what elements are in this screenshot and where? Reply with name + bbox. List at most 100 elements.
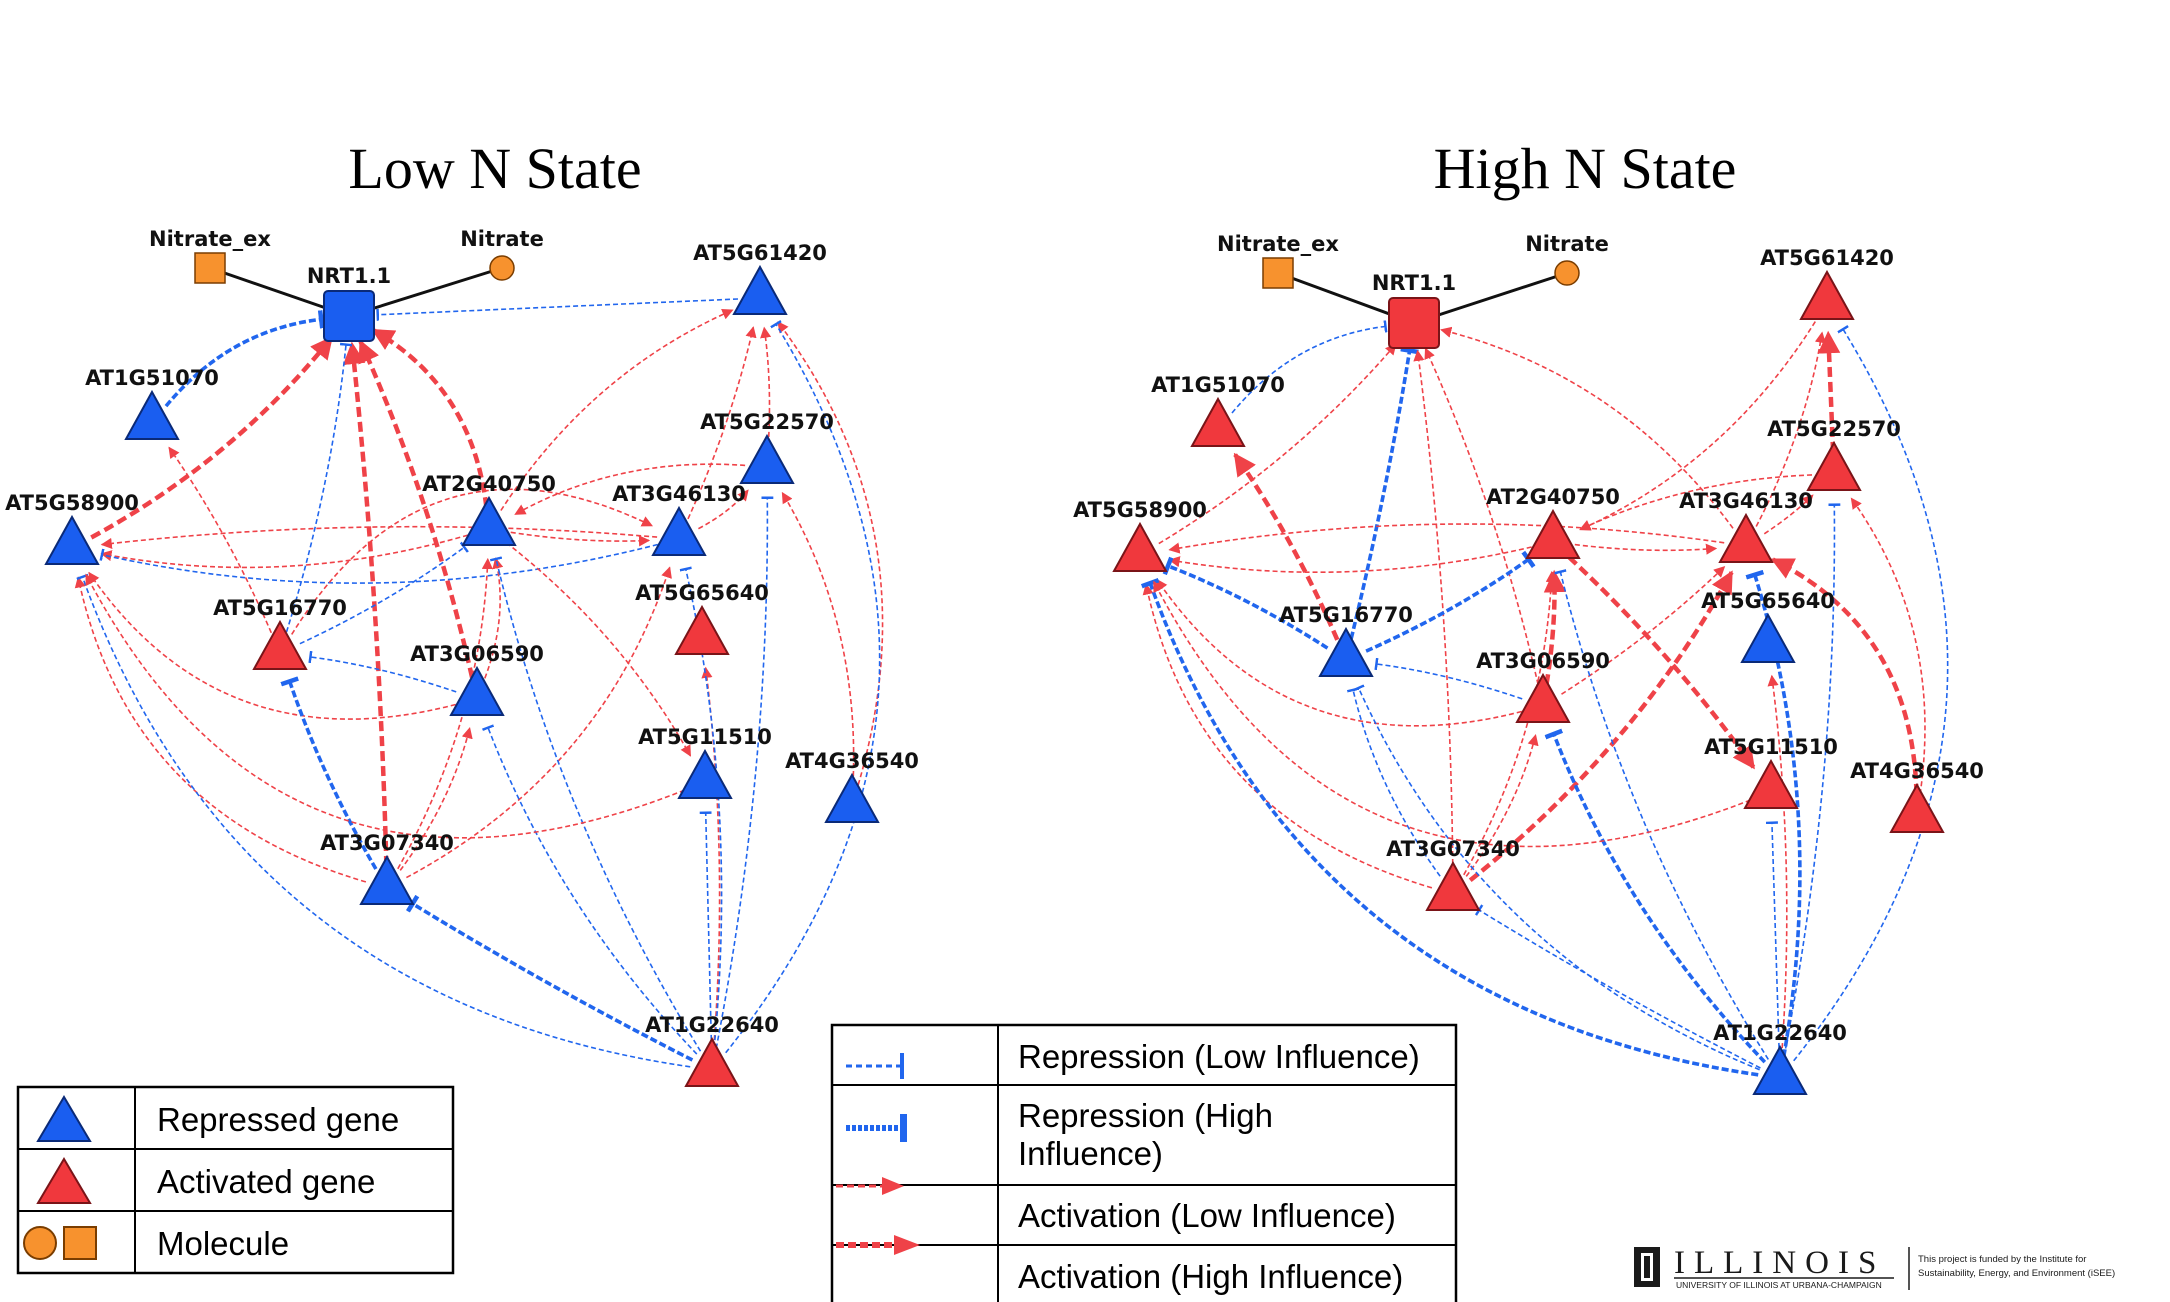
node-nitrateex: Nitrate_ex <box>149 227 271 284</box>
edge-rep-low-at5g16770-to-nrt11 <box>285 342 353 633</box>
node-label: AT3G46130 <box>612 482 746 506</box>
node-label: AT3G06590 <box>410 642 544 666</box>
edge-rep-low-at1g22640-to-at5g61420 <box>1793 325 1949 1062</box>
legend-label: Activation (Low Influence) <box>1018 1197 1396 1234</box>
node-at5g11510: AT5G11510 <box>1704 735 1838 809</box>
edge-rep-low-at1g22640-to-at5g58900 <box>76 573 691 1068</box>
node-nitrateex: Nitrate_ex <box>1217 232 1339 289</box>
edge-legend: Repression (Low Influence) Repression (H… <box>830 1023 1458 1302</box>
edge-rep-high-at5g16770-to-at5g58900 <box>1162 556 1329 650</box>
triangle-marker <box>1806 440 1862 491</box>
edge-act-low-at4g36540-to-at5g61420 <box>777 321 884 786</box>
activated-gene-icon <box>36 1157 92 1204</box>
edge-act-low-at3g06590-to-at5g58900 <box>1156 578 1522 727</box>
edge-rep-high-at1g22640-to-at5g58900 <box>1140 578 1759 1077</box>
triangle-marker <box>739 433 795 484</box>
legend-label: Molecule <box>157 1225 289 1262</box>
node-label: Nitrate_ex <box>149 227 271 251</box>
edge-rep-low-at1g22640-to-at5g22570 <box>1783 503 1841 1057</box>
edge-act-low-at5g11510-to-at5g58900 <box>1153 580 1751 848</box>
edge-act-high-at5g16770-to-at1g51070 <box>1233 452 1340 641</box>
triangle-marker <box>449 665 505 716</box>
logo-wordmark: ILLINOIS <box>1674 1245 1885 1281</box>
edge-rep-low-at1g22640-to-at3g07340 <box>1474 904 1761 1069</box>
node-label: AT5G61420 <box>1760 246 1894 270</box>
edge-rep-low-at1g22640-to-at2g40750 <box>489 556 702 1052</box>
node-label: AT1G51070 <box>85 366 219 390</box>
node-label: AT3G07340 <box>320 831 454 855</box>
triangle-marker <box>1743 758 1799 809</box>
triangle-marker <box>824 772 880 823</box>
square-marker <box>323 290 375 342</box>
triangle-marker <box>1889 782 1945 833</box>
legend-label: Repression (Low Influence) <box>1018 1038 1420 1075</box>
node-at4g36540: AT4G36540 <box>785 749 919 823</box>
node-at5g11510: AT5G11510 <box>638 725 772 799</box>
node-nrt11: NRT1.1 <box>307 264 391 342</box>
edge-rep-low-at5g61420-to-nrt11 <box>376 298 739 321</box>
node-nitrate: Nitrate <box>460 227 544 281</box>
triangle-marker <box>1425 860 1481 911</box>
node-at5g61420: AT5G61420 <box>1760 246 1894 320</box>
edge-rep-high-at1g51070-to-nrt11 <box>164 310 325 408</box>
node-label: NRT1.1 <box>1372 271 1456 295</box>
triangle-marker <box>1740 612 1796 663</box>
node-label: AT5G16770 <box>213 596 347 620</box>
triangle-marker <box>44 514 100 565</box>
edge-rep-low-at3g06590-to-at5g16770 <box>1374 657 1523 700</box>
node-at1g51070: AT1G51070 <box>1151 373 1285 447</box>
node-at5g22570: AT5G22570 <box>700 410 834 484</box>
edge-act-low-at5g16770-to-at1g51070 <box>168 446 273 634</box>
triangle-marker <box>1515 672 1571 723</box>
node-at5g58900: AT5G58900 <box>5 491 139 565</box>
edge-act-low-at2g40750-to-at5g61420 <box>500 309 734 511</box>
edge-act-low-at2g40750-to-at5g58900 <box>100 534 469 569</box>
node-at5g61420: AT5G61420 <box>693 241 827 315</box>
node-layer: Nitrate_ex NitrateNRT1.1AT1G51070AT5G5890… <box>5 227 919 1087</box>
edge-act-low-at5g11510-to-at5g58900 <box>85 573 685 839</box>
node-label: AT1G22640 <box>645 1013 779 1037</box>
node-label: Nitrate_ex <box>1217 232 1339 256</box>
molecule-icon <box>23 1226 97 1260</box>
node-at1g22640: AT1G22640 <box>645 1013 779 1087</box>
node-at1g22640: AT1G22640 <box>1713 1021 1847 1095</box>
edge-rep-low-at1g22640-to-at2g40750 <box>1554 569 1769 1060</box>
node-nrt11: NRT1.1 <box>1372 271 1456 349</box>
edge-act-low-at3g46130-to-at5g58900 <box>100 525 658 550</box>
edge-rep-low-at1g22640-to-at5g61420 <box>725 320 881 1054</box>
edge-act-low-at3g07340-to-at2g40750 <box>1463 570 1557 876</box>
edge-act-low-at3g06590-to-at5g58900 <box>88 571 456 720</box>
edge-rep-low-at1g22640-to-at5g16770 <box>1352 684 1760 1071</box>
edge-act-low-at1g22640-to-at5g65640 <box>1767 674 1788 1057</box>
node-at5g16770: AT5G16770 <box>1279 603 1413 677</box>
edge-act-low-at3g06590-to-nrt11 <box>1424 347 1539 685</box>
node-label: AT5G58900 <box>5 491 139 515</box>
activation-high-influence-icon <box>836 1235 920 1255</box>
triangle-marker <box>677 748 733 799</box>
node-at5g65640: AT5G65640 <box>1701 589 1835 663</box>
triangle-marker <box>1752 1044 1808 1095</box>
node-at2g40750: AT2G40750 <box>422 472 556 546</box>
circle-marker <box>1554 260 1580 286</box>
triangle-marker <box>1718 512 1774 563</box>
edge-act-low-at3g07340-to-at5g58900 <box>74 576 367 883</box>
edge-rep-low-at1g22640-to-at5g11510 <box>699 811 713 1049</box>
edge-act-low-at5g16770-to-at3g46130 <box>291 488 654 635</box>
legend-label: Activated gene <box>157 1163 375 1200</box>
repression-low-influence-icon <box>846 1053 904 1079</box>
repressed-gene-icon <box>36 1095 92 1142</box>
node-at5g16770: AT5G16770 <box>213 596 347 670</box>
edge-act-low-at2g40750-to-at5g58900 <box>1168 546 1532 574</box>
node-label: AT5G16770 <box>1279 603 1413 627</box>
node-label: AT3G06590 <box>1476 649 1610 673</box>
node-label: AT3G46130 <box>1679 489 1813 513</box>
node-label: AT2G40750 <box>422 472 556 496</box>
edge-rep-high-at5g16770-to-at2g40750 <box>1365 550 1536 653</box>
edge-act-low-at3g07340-to-at5g58900 <box>1142 583 1433 889</box>
funding-note-line: This project is funded by the Institute … <box>1918 1254 2086 1265</box>
edge-rep-high-at3g07340-to-at5g16770 <box>280 676 378 870</box>
